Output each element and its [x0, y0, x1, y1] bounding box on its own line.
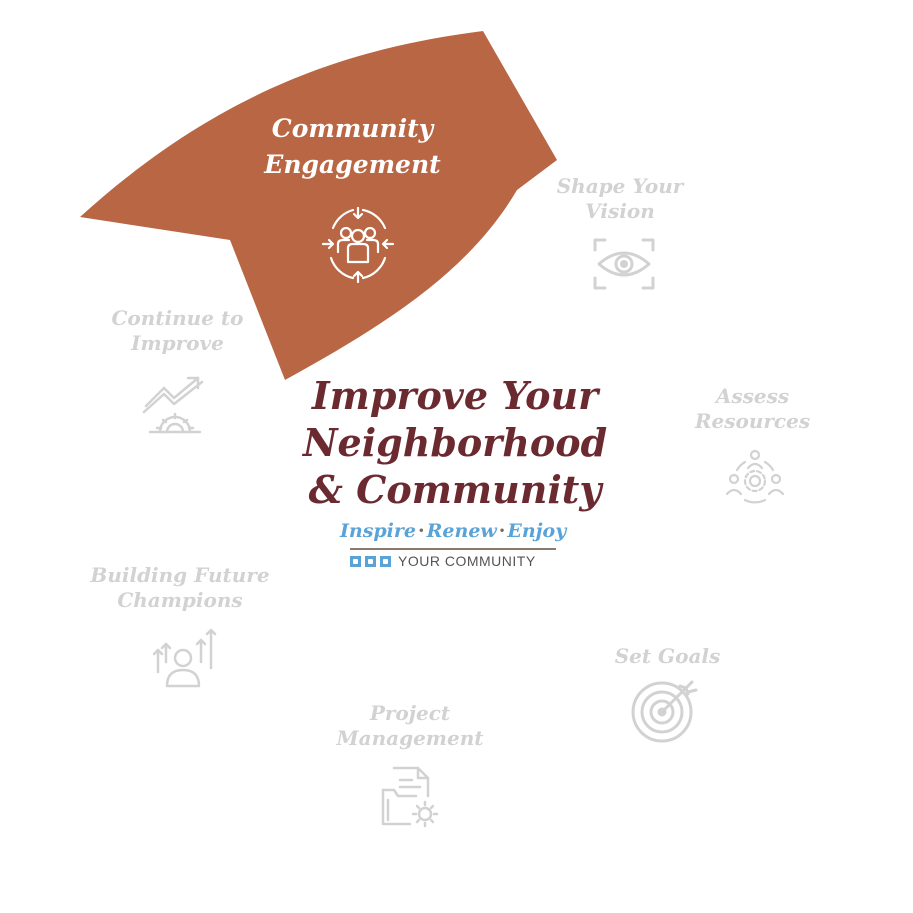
- segment-line1: Project: [369, 701, 451, 725]
- segment-line2: Resources: [694, 409, 811, 433]
- brand-subline: YOUR COMMUNITY: [350, 553, 558, 569]
- brand-subline-text: YOUR COMMUNITY: [398, 553, 536, 569]
- center-title-line1: Improve Your: [311, 373, 599, 418]
- segment-label-project-management[interactable]: Project Management: [320, 701, 500, 751]
- brand-square-icon: [365, 555, 376, 567]
- segment-line1: Continue to: [111, 306, 244, 330]
- community-engagement-icon: [321, 206, 395, 284]
- segment-line2: Champions: [117, 588, 243, 612]
- segment-line1: Shape Your: [556, 174, 684, 198]
- brand-separator: ·: [418, 520, 425, 542]
- trend-up-gear-icon: [142, 376, 204, 434]
- segment-line1: Assess: [715, 384, 790, 408]
- segment-line2: Improve: [131, 331, 224, 355]
- brand-word-inspire: Inspire: [340, 520, 416, 542]
- active-segment-path[interactable]: [80, 31, 557, 380]
- brand-divider: [350, 548, 556, 550]
- segment-line1: Set Goals: [614, 644, 721, 668]
- brand-word-enjoy: Enjoy: [507, 520, 567, 542]
- brand-tagline: Inspire·Renew·Enjoy: [340, 520, 567, 542]
- brand-square-icon: [350, 555, 361, 567]
- brand-word-renew: Renew: [426, 520, 497, 542]
- people-gear-icon: [725, 449, 785, 504]
- eye-icon: [593, 238, 655, 290]
- active-label-line1: Community: [271, 114, 434, 143]
- brand-separator: ·: [498, 520, 506, 542]
- person-growth-icon: [153, 628, 217, 688]
- segment-label-set-goals[interactable]: Set Goals: [595, 644, 740, 669]
- center-title-line3: & Community: [308, 467, 602, 512]
- segment-label-assess-resources[interactable]: Assess Resources: [680, 384, 825, 434]
- segment-line2: Management: [336, 726, 484, 750]
- segment-label-continue-to-improve[interactable]: Continue to Improve: [100, 306, 255, 356]
- segment-line1: Building Future: [90, 563, 270, 587]
- center-title: Improve Your Neighborhood & Community: [285, 372, 625, 513]
- folder-gear-icon: [381, 766, 439, 828]
- center-title-line2: Neighborhood: [302, 420, 608, 465]
- segment-label-shape-your-vision[interactable]: Shape Your Vision: [540, 174, 700, 224]
- segment-label-building-future-champions[interactable]: Building Future Champions: [80, 563, 280, 613]
- active-segment-label[interactable]: Community Engagement: [240, 111, 465, 184]
- brand-square-icon: [380, 555, 391, 567]
- target-icon: [631, 680, 698, 743]
- segment-line2: Vision: [585, 199, 655, 223]
- active-label-line2: Engagement: [264, 150, 441, 180]
